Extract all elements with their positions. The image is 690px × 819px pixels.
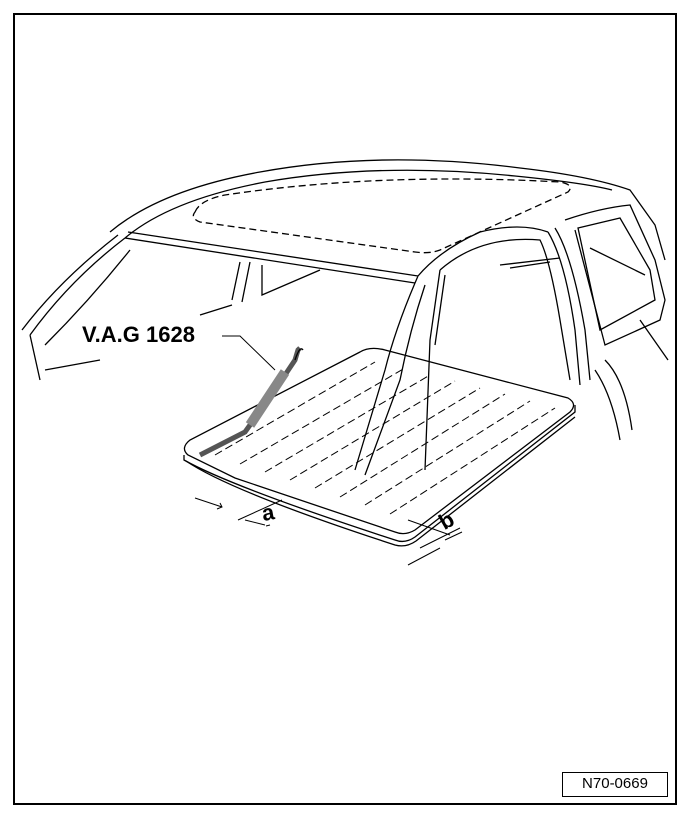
windshield-header bbox=[124, 231, 419, 284]
figure-id: N70-0669 bbox=[562, 772, 668, 797]
figure-frame bbox=[13, 13, 677, 805]
tool-label: V.A.G 1628 bbox=[82, 322, 195, 347]
cargo-mat bbox=[183, 347, 575, 535]
sunroof bbox=[192, 178, 571, 254]
vag-1628-tool-illustration bbox=[198, 346, 304, 458]
a-pillar-left bbox=[21, 234, 131, 381]
dimension-b-lines bbox=[407, 519, 463, 566]
mat-hatching bbox=[214, 361, 556, 515]
label-leader-line bbox=[222, 335, 276, 371]
roof-outline bbox=[109, 159, 666, 261]
dimension-a-lines bbox=[194, 497, 283, 527]
a-pillar-right bbox=[354, 226, 549, 476]
roof-outline-inner bbox=[124, 169, 613, 239]
